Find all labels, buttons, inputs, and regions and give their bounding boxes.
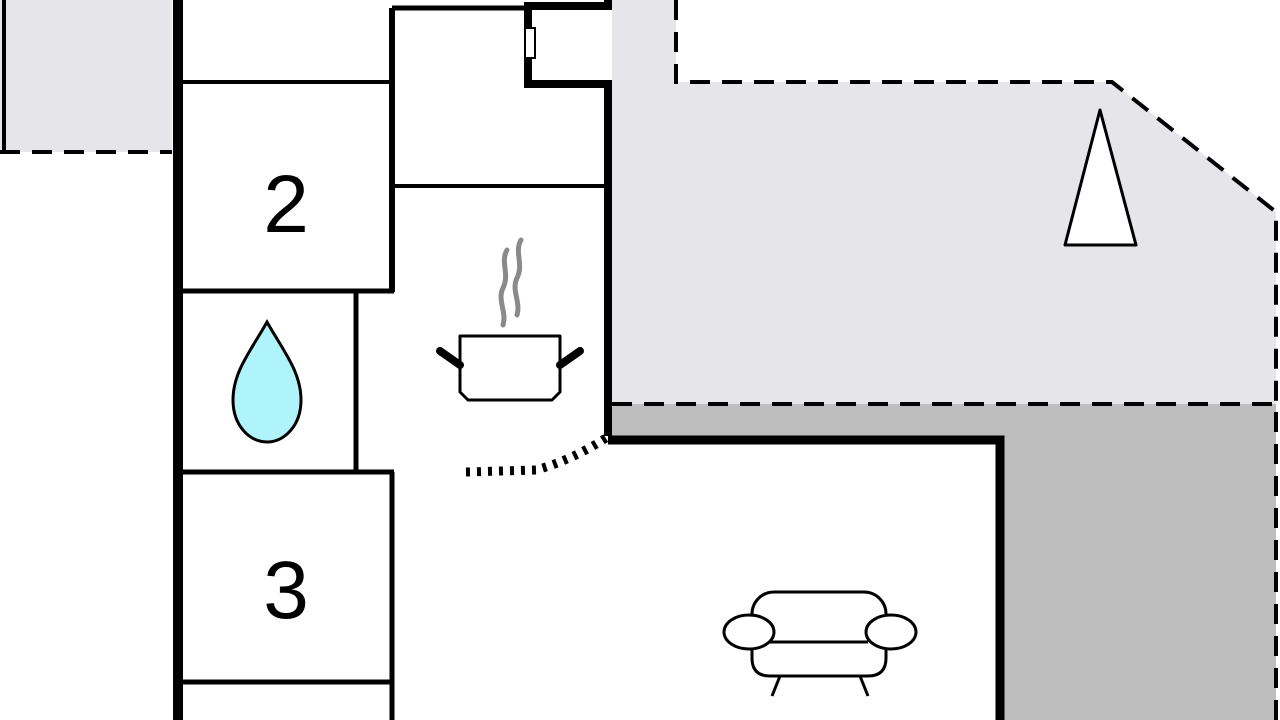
room-label-3: 3 <box>263 545 309 636</box>
terrace-right-border <box>674 0 1278 404</box>
terrace-left <box>0 0 172 152</box>
tree-icon <box>1063 108 1138 247</box>
window <box>524 27 536 59</box>
room-label-2: 2 <box>263 159 309 250</box>
terrace-right <box>612 0 1276 404</box>
wall-living-room <box>608 435 1005 720</box>
sofa-icon <box>722 590 918 697</box>
cooking-pot-icon <box>436 237 584 402</box>
covered-terrace <box>612 404 1276 720</box>
water-drop-icon <box>231 318 303 444</box>
open-wall-divider <box>465 434 609 477</box>
covered-terrace-border <box>612 402 1278 720</box>
